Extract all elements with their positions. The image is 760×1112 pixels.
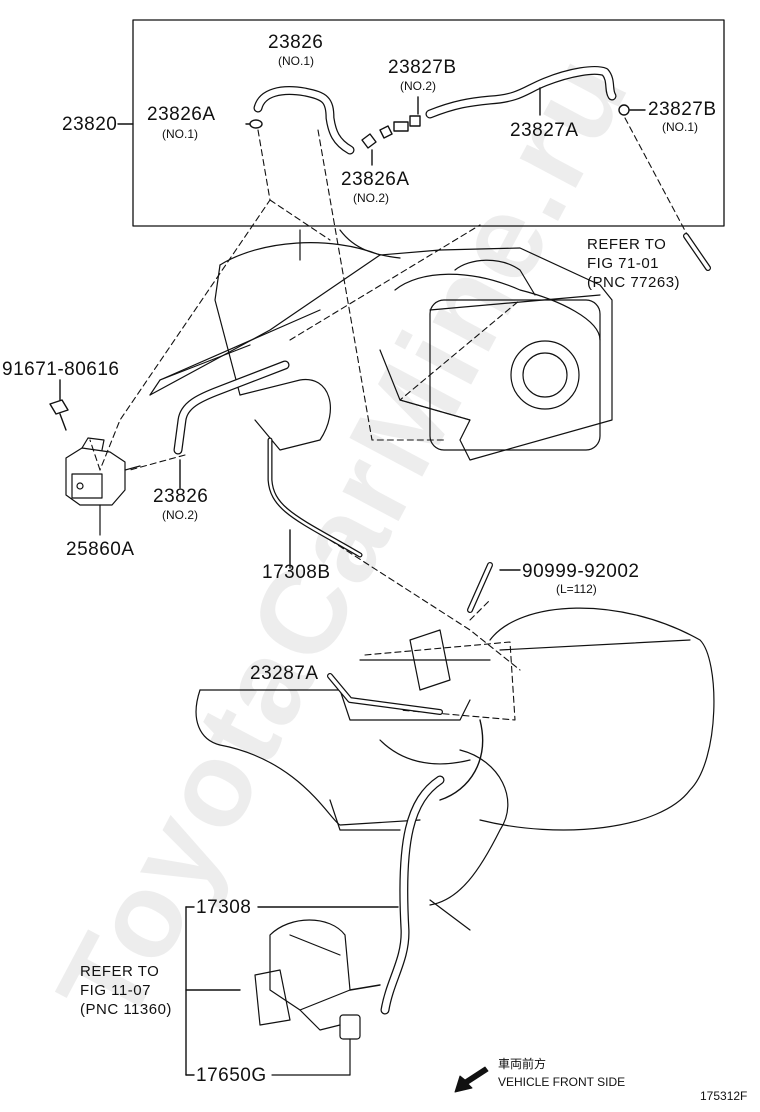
hose-23826-no1 [253, 86, 355, 155]
label-90999-92002-sub: (L=112) [556, 582, 597, 596]
vehicle-front-en: VEHICLE FRONT SIDE [498, 1075, 626, 1089]
label-23826A-no2: 23826A [341, 169, 410, 190]
assembly-box-23820 [132, 19, 725, 227]
label-23826-no1: 23826 [268, 32, 324, 53]
bolt-91671-80616 [49, 379, 69, 431]
ref-fig-71-01: REFER TO FIG 71-01 (PNC 77263) [587, 236, 681, 291]
engine-block [149, 229, 613, 461]
label-90999-92002: 90999-92002 [522, 561, 640, 582]
label-23287A: 23287A [250, 663, 319, 684]
label-23827A: 23827A [510, 120, 579, 141]
hose-17308B [267, 437, 363, 569]
hose-23826-no2 [173, 360, 290, 489]
label-25860A: 25860A [66, 539, 135, 560]
clamp-23826A-no1 [245, 119, 263, 129]
label-23827B-no2: 23827B [388, 57, 457, 78]
vehicle-front-jp: 車両前方 [498, 1057, 547, 1071]
ref-fig-11-07: REFER TO FIG 11-07 (PNC 11360) [80, 963, 172, 1018]
label-23826-no2: 23826 [153, 486, 209, 507]
label-23826A-no1: 23826A [147, 104, 216, 125]
clamp-23827B-no1 [618, 104, 646, 116]
figure-code: 175312F [700, 1089, 748, 1103]
label-17650G: 17650G [196, 1065, 267, 1086]
label-23826-no2-sub: (NO.2) [162, 508, 198, 522]
lower-manifold [195, 607, 715, 931]
vsv-25860A [65, 437, 141, 536]
label-17308B: 17308B [262, 562, 331, 583]
hose-23827A [425, 65, 617, 119]
bracket-17308-17650G [185, 906, 241, 1076]
canister [254, 919, 351, 1031]
label-91671-80616: 91671-80616 [2, 359, 120, 380]
hose-17308 [257, 719, 484, 1015]
label-23826A-no2-sub: (NO.2) [353, 191, 389, 205]
vehicle-front-arrow-icon [454, 1066, 489, 1093]
hose-90999-92002 [467, 562, 521, 613]
label-17308: 17308 [196, 897, 252, 918]
label-23826-no1-sub: (NO.1) [278, 54, 314, 68]
label-23820: 23820 [62, 114, 118, 135]
pipe-ref-77263 [683, 233, 711, 271]
vsv-17650G [271, 1014, 361, 1076]
connector-23827B-no2 [393, 96, 421, 132]
label-23827B-no1-sub: (NO.1) [662, 120, 698, 134]
label-23826A-no1-sub: (NO.1) [162, 127, 198, 141]
clamp-23826A-no2 [361, 125, 393, 166]
label-23827B-no1: 23827B [648, 99, 717, 120]
label-23827B-no2-sub: (NO.2) [400, 79, 436, 93]
hose-23287A [327, 673, 443, 715]
